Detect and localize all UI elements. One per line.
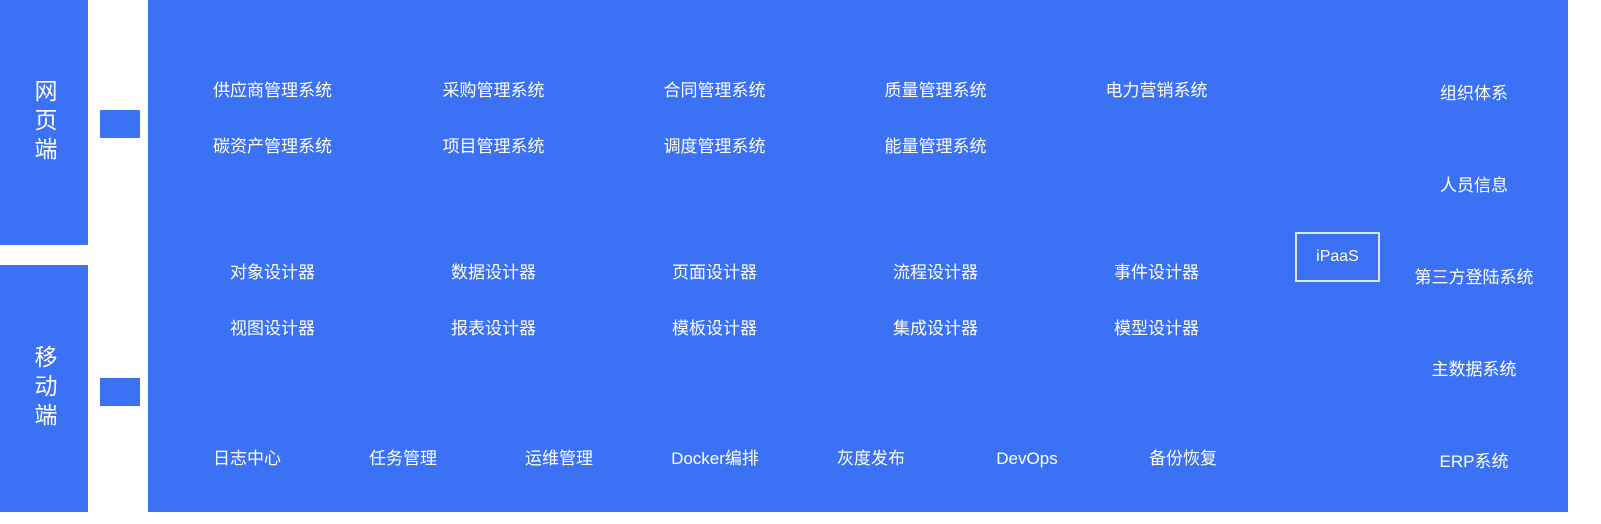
mobile-connector-bar — [100, 378, 140, 406]
external-system-label: 主数据系统 — [1431, 359, 1517, 379]
ops-label: 备份恢复 — [1149, 449, 1217, 468]
designer-label: 流程设计器 — [893, 263, 978, 282]
designer-label: 模板设计器 — [672, 319, 757, 338]
main-platform-panel: 供应商管理系统 采购管理系统 合同管理系统 质量管理系统 电力营销系统 碳资产管… — [148, 0, 1380, 512]
mobile-client-label: 移动端 — [31, 345, 57, 432]
external-system-label: ERP系统 — [1439, 451, 1509, 471]
system-label: 碳资产管理系统 — [213, 137, 332, 156]
ops-label: 灰度发布 — [837, 449, 905, 468]
external-systems-panel: 组织体系 人员信息 第三方登陆系统 主数据系统 ERP系统 — [1380, 0, 1568, 512]
system-label: 调度管理系统 — [663, 137, 766, 156]
designer-label: 报表设计器 — [451, 319, 536, 338]
system-label: 项目管理系统 — [442, 137, 545, 156]
system-label: 采购管理系统 — [442, 81, 545, 100]
external-system-label: 人员信息 — [1440, 175, 1508, 195]
designer-label: 视图设计器 — [230, 319, 315, 338]
business-systems-row-2: 碳资产管理系统 项目管理系统 调度管理系统 能量管理系统 — [162, 135, 1267, 159]
ipaas-connector: iPaaS — [1295, 232, 1380, 282]
mobile-client-panel: 移动端 — [0, 265, 88, 512]
business-systems-row-1: 供应商管理系统 采购管理系统 合同管理系统 质量管理系统 电力营销系统 — [162, 79, 1267, 103]
designer-label: 页面设计器 — [672, 263, 757, 282]
web-client-label: 网页端 — [31, 79, 57, 166]
ops-label: DevOps — [996, 449, 1058, 468]
system-label: 电力营销系统 — [1105, 81, 1208, 100]
web-client-panel: 网页端 — [0, 0, 88, 245]
ops-row: 日志中心 任务管理 运维管理 Docker编排 灰度发布 DevOps 备份恢复 — [169, 447, 1261, 471]
external-system-label: 第三方登陆系统 — [1414, 267, 1534, 287]
system-label: 供应商管理系统 — [213, 81, 332, 100]
designer-label: 事件设计器 — [1114, 263, 1199, 282]
designer-label: 数据设计器 — [451, 263, 536, 282]
ops-label: Docker编排 — [671, 449, 759, 468]
system-label: 合同管理系统 — [663, 81, 766, 100]
system-label: 能量管理系统 — [884, 137, 987, 156]
designers-row-1: 对象设计器 数据设计器 页面设计器 流程设计器 事件设计器 — [162, 261, 1267, 285]
designer-label: 集成设计器 — [893, 319, 978, 338]
ops-label: 运维管理 — [525, 449, 593, 468]
system-label: 质量管理系统 — [884, 81, 987, 100]
ops-label: 日志中心 — [213, 449, 281, 468]
ipaas-label: iPaaS — [1316, 248, 1359, 265]
designer-label: 模型设计器 — [1114, 319, 1199, 338]
designer-label: 对象设计器 — [230, 263, 315, 282]
designers-row-2: 视图设计器 报表设计器 模板设计器 集成设计器 模型设计器 — [162, 317, 1267, 341]
external-system-label: 组织体系 — [1440, 83, 1508, 103]
ops-label: 任务管理 — [369, 449, 437, 468]
web-connector-bar — [100, 110, 140, 138]
